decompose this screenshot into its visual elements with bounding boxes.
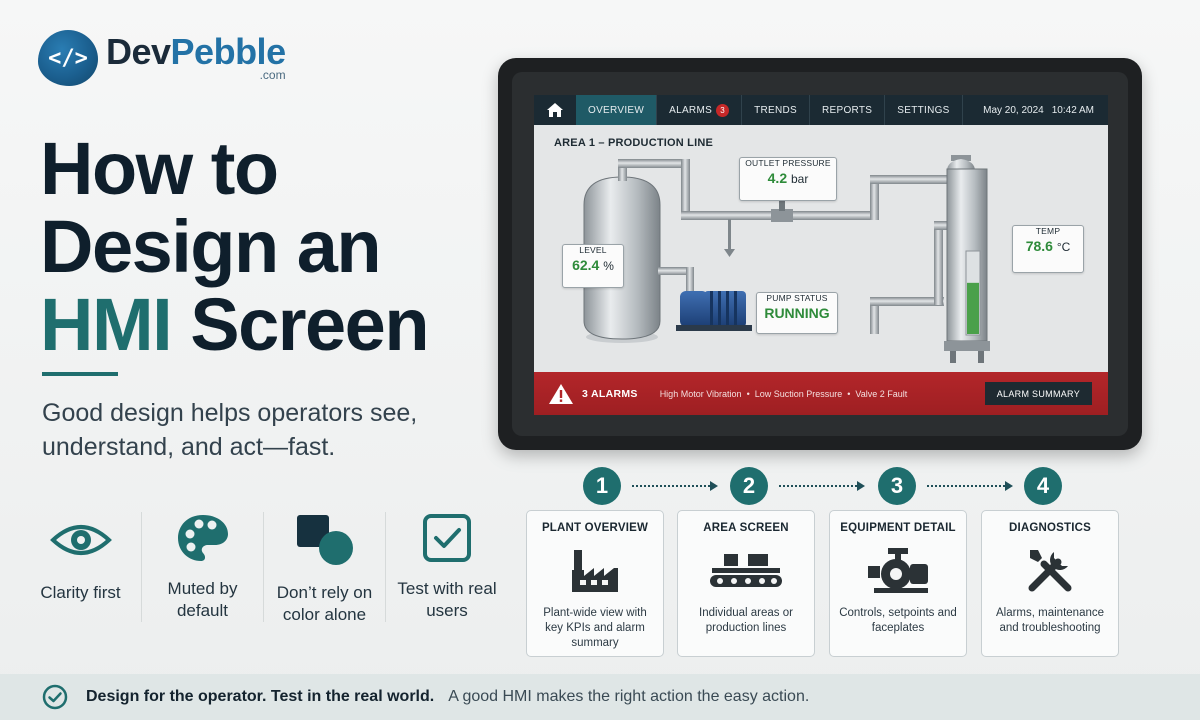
pump-icon <box>830 542 966 598</box>
step-arrow <box>779 481 865 491</box>
home-icon[interactable] <box>534 95 576 125</box>
step-card-area-screen: AREA SCREEN Individual areas or producti… <box>677 510 815 657</box>
palette-icon <box>175 512 231 564</box>
step-card-plant-overview: PLANT OVERVIEW Plant-wide view with key … <box>526 510 664 657</box>
alarm-item[interactable]: Valve 2 Fault <box>855 388 908 399</box>
distillation-column <box>944 155 990 363</box>
time-text: 10:42 AM <box>1051 104 1094 116</box>
alarm-list: High Motor Vibration • Low Suction Press… <box>659 388 908 399</box>
step-number-3: 3 <box>878 467 916 505</box>
step-card-diagnostics: DIAGNOSTICS Alarms, maintenance and trou… <box>981 510 1119 657</box>
tab-trends[interactable]: TRENDS <box>742 95 810 125</box>
level-tag[interactable]: LEVEL 62.4 % <box>562 244 624 288</box>
tools-icon <box>982 542 1118 598</box>
alarm-bar: 3 ALARMS High Motor Vibration • Low Suct… <box>534 372 1108 415</box>
alarm-item[interactable]: Low Suction Pressure <box>754 388 843 399</box>
checkbox-icon <box>422 512 472 564</box>
eye-icon <box>49 512 112 568</box>
step-number-4: 4 <box>1024 467 1062 505</box>
temp-tag[interactable]: TEMP 78.6 °C <box>1012 225 1084 273</box>
datetime: May 20, 2024 10:42 AM <box>983 95 1094 125</box>
alarm-count-badge: 3 <box>716 103 730 117</box>
tab-settings[interactable]: SETTINGS <box>885 95 963 125</box>
principle-clarity: Clarity first <box>20 512 142 622</box>
alarm-count: 3 ALARMS <box>582 387 638 400</box>
pump-status-tag[interactable]: PUMP STATUS RUNNING <box>756 292 838 334</box>
tab-reports[interactable]: REPORTS <box>810 95 886 125</box>
check-circle-icon <box>42 684 68 710</box>
subtitle: Good design helps operators see, underst… <box>42 399 418 461</box>
title-divider <box>42 372 118 376</box>
alarm-item[interactable]: High Motor Vibration <box>659 388 742 399</box>
date-text: May 20, 2024 <box>983 104 1044 116</box>
footer-headline: Design for the operator. Test in the rea… <box>86 688 435 705</box>
principles-row: Clarity first Muted by default Don’t rel… <box>20 512 508 624</box>
principle-muted: Muted by default <box>142 512 264 622</box>
warning-icon <box>548 383 574 405</box>
pump-motor <box>676 291 752 331</box>
alarm-summary-button[interactable]: ALARM SUMMARY <box>984 382 1092 405</box>
area-title: AREA 1 – PRODUCTION LINE <box>554 137 714 149</box>
factory-icon <box>527 542 663 598</box>
step-arrow <box>632 481 718 491</box>
principle-color: Don’t rely on color alone <box>264 512 386 624</box>
brand-domain: .com <box>259 68 286 82</box>
step-card-equipment-detail: EQUIPMENT DETAIL Controls, setpoints and… <box>829 510 967 657</box>
principle-test: Test with real users <box>386 512 508 622</box>
shapes-icon <box>294 512 356 568</box>
step-arrow <box>927 481 1013 491</box>
outlet-pressure-tag[interactable]: OUTLET PRESSURE 4.2 bar <box>739 157 837 201</box>
conveyor-icon <box>678 542 814 598</box>
brand-name: DevPebble <box>106 31 286 72</box>
code-icon: </> <box>38 30 98 86</box>
brand-logo: </> DevPebble .com <box>38 30 286 86</box>
step-number-2: 2 <box>730 467 768 505</box>
page-title: How to Design an HMI Screen <box>40 127 430 366</box>
footer-banner: Design for the operator. Test in the rea… <box>0 674 1200 720</box>
step-number-1: 1 <box>583 467 621 505</box>
footer-tagline: A good HMI makes the right action the ea… <box>448 688 810 705</box>
tab-overview[interactable]: OVERVIEW <box>576 95 658 125</box>
